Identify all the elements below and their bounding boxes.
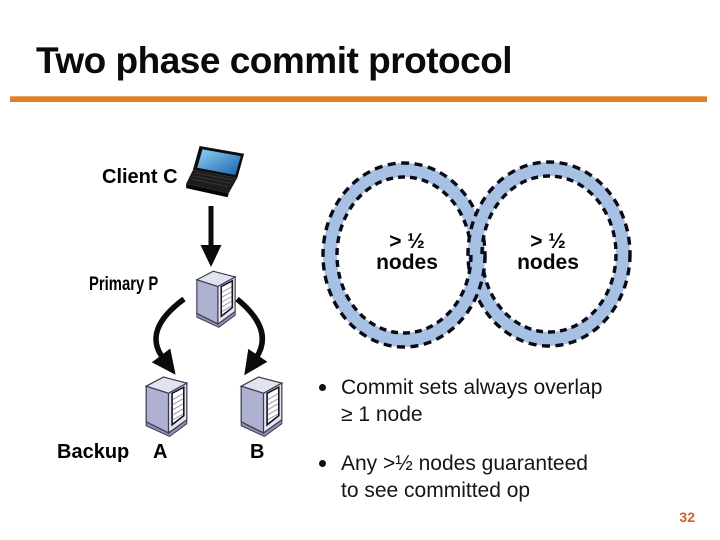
arrow-primary-to-backup-a bbox=[151, 296, 186, 375]
venn-right-line2: nodes bbox=[517, 251, 579, 274]
bullet-dot bbox=[319, 384, 326, 391]
bullet-list: Commit sets always overlap ≥ 1 node Any … bbox=[318, 374, 602, 526]
venn-right-line1: > ½ bbox=[530, 230, 566, 253]
arrow-primary-to-backup-b bbox=[235, 296, 268, 376]
laptop-icon bbox=[186, 145, 250, 205]
bullet-line: Commit sets always overlap bbox=[341, 376, 603, 399]
server-icon-backup-b bbox=[237, 375, 286, 438]
bullet-line: ≥ 1 node bbox=[341, 403, 423, 426]
venn-right-label: > ½ nodes bbox=[486, 231, 610, 273]
bullet-dot bbox=[319, 460, 326, 467]
bullet-item-2: Any >½ nodes guaranteed to see committed… bbox=[318, 450, 602, 504]
page-title: Two phase commit protocol bbox=[36, 40, 513, 81]
title-underline bbox=[10, 96, 707, 102]
venn-left-line1: > ½ bbox=[389, 230, 425, 253]
bullet-line: to see committed op bbox=[341, 479, 531, 502]
venn-left-label: > ½ nodes bbox=[345, 231, 469, 273]
primary-label: Primary P bbox=[89, 274, 159, 295]
client-label: Client C bbox=[102, 166, 178, 188]
server-icon-primary bbox=[193, 267, 239, 331]
node-b-label: B bbox=[250, 441, 265, 463]
venn-left-line2: nodes bbox=[376, 251, 438, 274]
node-a-label: A bbox=[153, 441, 168, 463]
bullet-item-1: Commit sets always overlap ≥ 1 node bbox=[318, 374, 602, 428]
backup-label: Backup bbox=[57, 441, 130, 463]
page-number: 32 bbox=[679, 509, 695, 525]
server-icon-backup-a bbox=[142, 375, 191, 438]
bullet-line: Any >½ nodes guaranteed bbox=[341, 452, 588, 475]
